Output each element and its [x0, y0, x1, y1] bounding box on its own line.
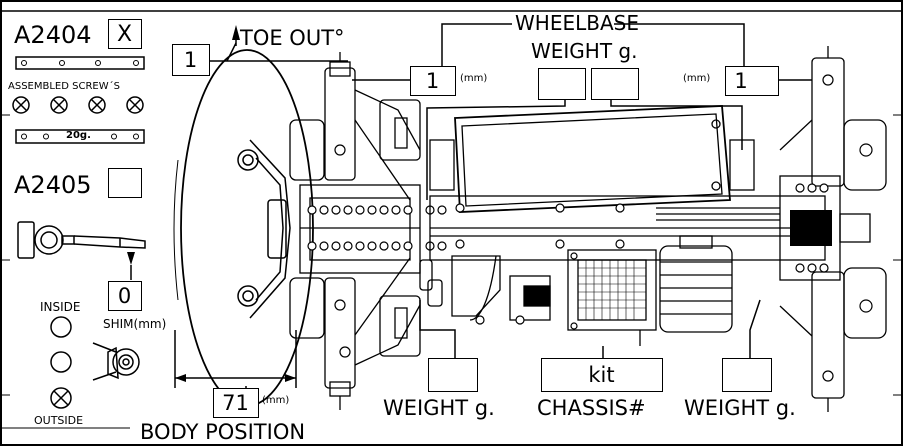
outside-label: OUTSIDE [34, 414, 84, 427]
weight-top-label: WEIGHT g. [531, 39, 638, 63]
front-ride-height-value: 1 [425, 69, 440, 93]
weight-front-right-box[interactable] [591, 68, 639, 100]
wheelbase-label: WHEELBASE [515, 11, 639, 35]
rear-ride-height-unit: (mm) [683, 73, 711, 84]
part-code-a2405: A2405 [14, 171, 92, 199]
weight-bottom-right-box[interactable] [722, 358, 772, 392]
body-position-unit: (mm) [262, 395, 290, 406]
body-position-value-box[interactable]: 71 [213, 388, 259, 418]
part-a2405-checkbox[interactable] [108, 168, 142, 198]
front-ride-height-unit: (mm) [460, 73, 488, 84]
assembled-screws-label: ASSEMBLED SCREW´S [8, 81, 120, 92]
part-code-a2404: A2404 [14, 21, 92, 49]
shim-label: SHIM(mm) [103, 317, 167, 331]
weight-front-left-box[interactable] [538, 68, 586, 100]
body-position-value: 71 [222, 391, 249, 415]
rear-ride-height-box[interactable]: 1 [725, 66, 779, 96]
toe-out-label: TOE OUT° [240, 26, 345, 50]
weight-bottom-left-label: WEIGHT g. [383, 396, 495, 420]
toe-out-value: 1 [183, 48, 198, 72]
chassis-number-label: CHASSIS# [537, 396, 646, 420]
inside-label: INSIDE [40, 300, 81, 314]
chassis-number-box[interactable]: kit [541, 358, 663, 392]
front-ride-height-box[interactable]: 1 [410, 66, 456, 96]
weight-strip-label: 20g. [66, 130, 91, 141]
weight-bottom-left-box[interactable] [428, 358, 478, 392]
weight-bottom-right-label: WEIGHT g. [684, 396, 796, 420]
part-a2404-checkbox[interactable]: X [108, 19, 142, 49]
rear-ride-height-value: 1 [734, 69, 748, 93]
part-a2404-checkbox-mark: X [116, 22, 133, 47]
chassis-number-value: kit [588, 363, 615, 387]
toe-out-value-box[interactable]: 1 [172, 44, 210, 76]
shim-value-box[interactable]: 0 [108, 281, 142, 311]
shim-value: 0 [117, 284, 132, 308]
body-position-label: BODY POSITION [140, 420, 306, 444]
